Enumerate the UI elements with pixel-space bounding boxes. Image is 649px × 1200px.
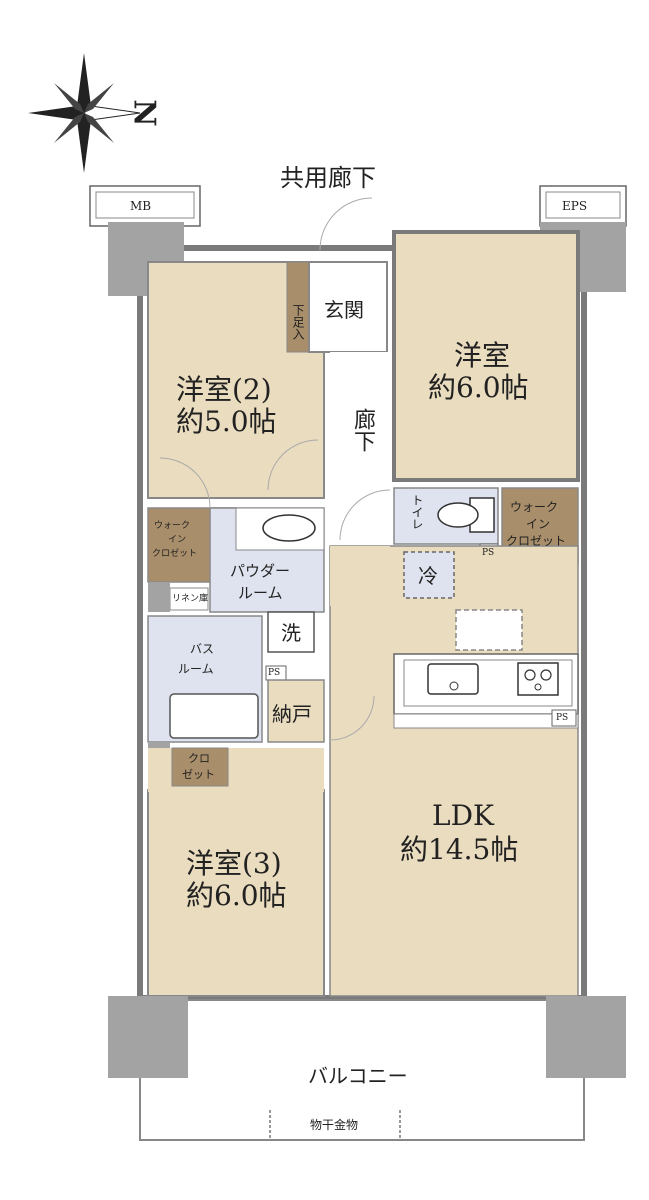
ps-left-label: PS	[268, 668, 281, 678]
storage-room	[267, 679, 325, 743]
wic-left-line-1: ウォーク	[154, 521, 191, 531]
compass-icon	[28, 53, 141, 173]
north-label: N	[126, 99, 162, 127]
room-3-size: 約6.0帖	[186, 879, 287, 912]
fridge-space	[403, 551, 455, 599]
wic-left-line-2: イン	[168, 535, 187, 545]
wic-right-line-3: クロゼット	[506, 534, 567, 548]
mb-label: MB	[130, 199, 152, 213]
toilet-icon	[437, 497, 495, 533]
ldk-name: LDK	[432, 799, 494, 832]
table-space	[455, 609, 523, 651]
wic-left-line-3: クロゼット	[152, 549, 198, 559]
room-3-name: 洋室(3)	[186, 847, 282, 880]
hallway	[330, 352, 390, 542]
room-1-name: 洋室	[454, 339, 511, 372]
sink-icon	[427, 663, 479, 695]
eps-label: EPS	[562, 199, 588, 213]
balcony	[139, 999, 585, 1141]
fridge-label: 冷	[418, 564, 438, 588]
room-1	[392, 230, 580, 482]
room-1-size: 約6.0帖	[428, 371, 529, 404]
wic-right-line-1: ウォーク	[510, 500, 559, 514]
bathtub-icon	[169, 693, 259, 739]
shoe-box-label: 下足入	[291, 304, 305, 340]
corridor-label: 共用廊下	[280, 164, 376, 192]
powder-room-line-2: ルーム	[238, 584, 283, 602]
basin-icon	[262, 514, 316, 542]
drying-rack-label: 物干金物	[310, 1118, 359, 1132]
closet-line-1: クロ	[188, 752, 210, 765]
washer-label: 洗	[281, 621, 301, 645]
entrance-label: 玄関	[324, 298, 364, 322]
closet-line-2: ゼット	[182, 768, 215, 781]
entrance	[308, 261, 388, 353]
hallway-label: 廊下	[350, 408, 375, 452]
toilet-label: トイレ	[410, 494, 424, 530]
ps-small-kitchen	[551, 709, 577, 727]
storage-label: 納戸	[272, 702, 312, 726]
stove-icon	[517, 662, 559, 696]
linen-label: リネン庫	[172, 594, 209, 604]
room-2-size: 約5.0帖	[176, 405, 277, 438]
ldk	[329, 545, 579, 997]
ps-kitchen-label: PS	[556, 713, 569, 723]
bath-room-line-2: ルーム	[178, 662, 214, 676]
wic-right-line-2: イン	[526, 517, 551, 531]
balcony-label: バルコニー	[308, 1064, 408, 1088]
column-bottom-left	[108, 996, 188, 1078]
column-bottom-right	[546, 996, 626, 1078]
room-2-name: 洋室(2)	[176, 373, 272, 406]
bath-room-line-1: バス	[190, 642, 215, 656]
washer-space	[267, 611, 315, 653]
powder-room-line-1: パウダー	[230, 562, 291, 580]
room-3	[147, 789, 325, 997]
ldk-size: 約14.5帖	[400, 833, 519, 866]
ps-toilet-label: PS	[482, 548, 495, 558]
